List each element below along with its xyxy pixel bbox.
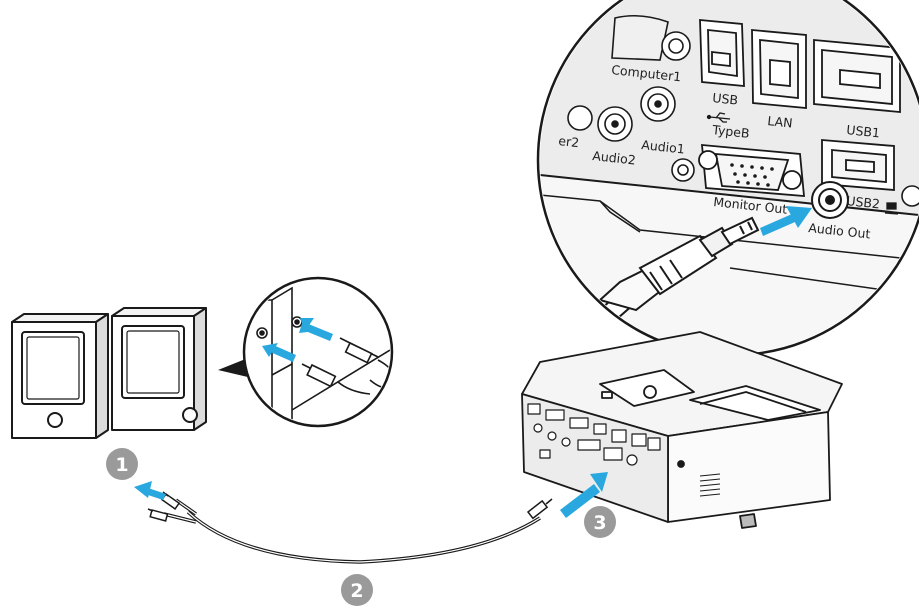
speaker-input-detail [218,278,394,426]
left-speaker [12,314,108,438]
projector-icon [522,332,842,528]
stereo-mini-pin-cable-icon [148,492,552,562]
speaker-pair-icon [12,308,206,438]
right-speaker [112,308,206,430]
step-1-number: 1 [115,454,128,476]
step-2-badge: 2 [341,574,373,606]
blue-arrow-icon [134,481,166,500]
label-usb: USB [712,90,739,108]
label-computer2: er2 [558,133,580,150]
label-lan: LAN [767,113,794,131]
step-3-badge: 3 [584,506,616,538]
audio-out-port [812,182,848,218]
step-3-number: 3 [593,512,606,534]
step-1-badge: 1 [106,448,138,480]
step-2-number: 2 [350,580,363,602]
